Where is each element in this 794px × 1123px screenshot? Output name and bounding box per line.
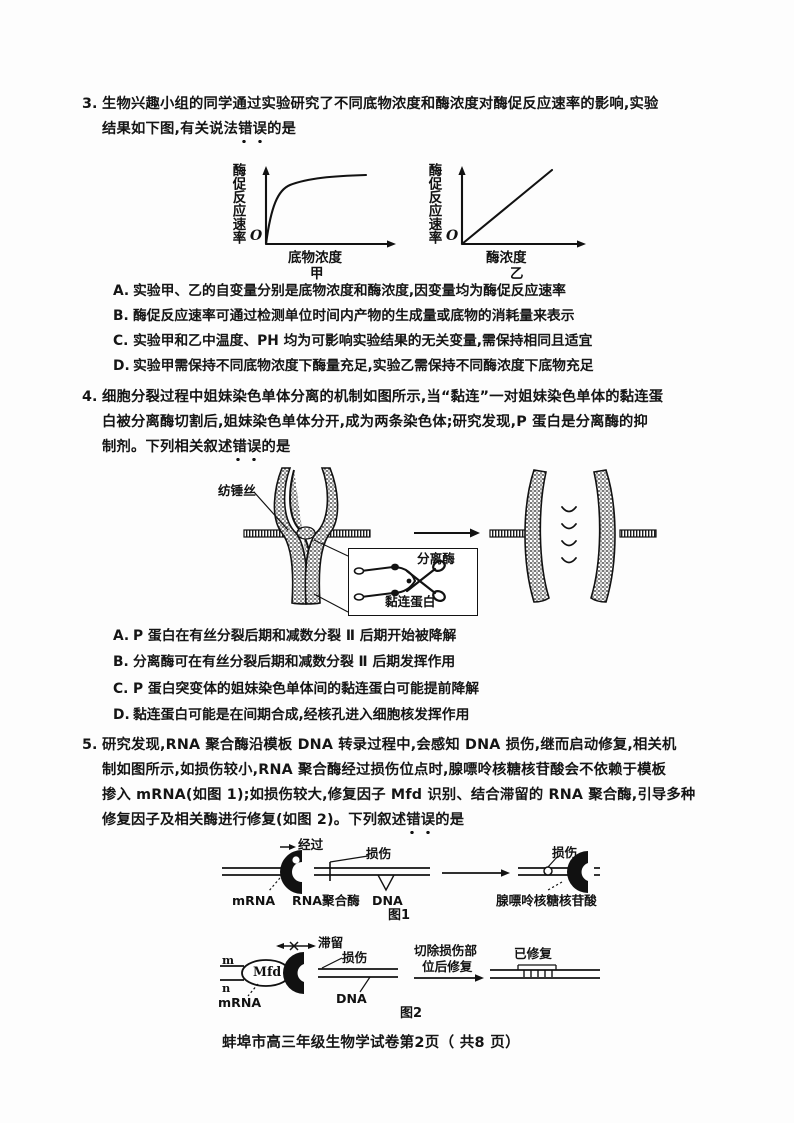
- question-3-stem-line-2: 结果如下图,有关说法错误的是: [102, 117, 724, 142]
- question-3-stem-line-1: 生物兴趣小组的同学通过实验研究了不同底物浓度和酶浓度对酶促反应速率的影响,实验: [102, 96, 659, 112]
- chart-yi-caption: 乙: [510, 266, 524, 282]
- figure-2: m n Mfd 滞留 损伤 mRNA DNA 切除损伤部 位后修复 已修复 图2: [218, 936, 600, 1024]
- question-4-stem-line-2: 白被分离酶切割后,姐妹染色单体分开,成为两条染色体;研究发现,P 蛋白是分离酶的…: [102, 414, 649, 430]
- question-3-option-b[interactable]: B.酶促反应速率可通过检测单位时间内产物的生成量或底物的消耗量来表示: [113, 304, 575, 329]
- chart-jia-ylabel: 酶促反应速率: [229, 163, 246, 244]
- question-4-option-d[interactable]: D.黏连蛋白可能是在间期合成,经核孔进入细胞核发挥作用: [113, 703, 469, 728]
- fig2-excise-label-line-2: 位后修复: [422, 959, 473, 974]
- question-3-stem-line-2-b: 的是: [267, 121, 297, 137]
- question-4-option-d-text: 黏连蛋白可能是在间期合成,经核孔进入细胞核发挥作用: [133, 707, 470, 723]
- question-5-stem-line-4-b: 的是: [435, 812, 465, 828]
- separase-label: 分离酶: [417, 551, 455, 566]
- chromosome-diagram-svg: [243, 467, 657, 613]
- fig1-damage-right-label: 损伤: [552, 845, 578, 860]
- page-footer: 蚌埠市高三年级生物学试卷第2页（ 共8 页）: [222, 1035, 520, 1051]
- question-4-option-a-label: A.: [113, 628, 130, 644]
- question-4-number: 4.: [82, 389, 98, 405]
- chart-jia-xlabel: 底物浓度: [288, 250, 342, 266]
- question-4-option-c-label: C.: [113, 681, 129, 697]
- scissors-cohesin-illustration: [353, 560, 446, 602]
- question-5-stem-line-1: 研究发现,RNA 聚合酶沿模板 DNA 转录过程中,会感知 DNA 损伤,继而启…: [102, 737, 677, 753]
- question-5-stem-line-4: 修复因子及相关酶进行修复(如图 2)。下列叙述错误的是: [102, 808, 730, 833]
- question-3-option-b-text: 酶促反应速率可通过检测单位时间内产物的生成量或底物的消耗量来表示: [133, 308, 575, 324]
- chromosome-separation-diagram: 纺锤丝: [218, 462, 657, 622]
- figure-1: 经过 损伤 mRNA RNA聚合酶 DNA 损伤 腺嘌呤核糖核苷酸 图1: [218, 838, 600, 924]
- question-4-option-b[interactable]: B.分离酶可在有丝分裂后期和减数分裂 Ⅱ 后期发挥作用: [113, 650, 455, 675]
- question-3-option-b-label: B.: [113, 308, 129, 324]
- question-3-option-a[interactable]: A.实验甲、乙的自变量分别是底物浓度和酶浓度,因变量均为酶促反应速率: [113, 279, 566, 304]
- fig2-dna-label: DNA: [336, 991, 367, 1006]
- fig2-caption: 图2: [400, 1006, 423, 1021]
- figure-1-svg: [222, 844, 600, 894]
- fig1-pass-label: 经过: [298, 837, 324, 852]
- question-3-option-d[interactable]: D.实验甲需保持不同底物浓度下酶量充足,实验乙需保持不同酶浓度下底物充足: [113, 354, 594, 379]
- chart-yi-origin: O: [446, 228, 459, 244]
- cohesin-label: 黏连蛋白: [385, 594, 436, 609]
- fig2-excise-label-line-1: 切除损伤部: [414, 943, 477, 958]
- chart-jia-origin: O: [250, 228, 263, 244]
- question-4-option-c-text: P 蛋白突变体的姐妹染色单体间的黏连蛋白可能提前降解: [133, 681, 480, 697]
- fig1-dna-label: DNA: [372, 893, 403, 908]
- fig1-damage-label: 损伤: [366, 846, 392, 861]
- question-3-stem-emphasis: 错误: [238, 121, 268, 137]
- chart-jia: 酶促反应速率 O 底物浓度 甲: [228, 160, 408, 282]
- question-4-option-a[interactable]: A.P 蛋白在有丝分裂后期和减数分裂 Ⅱ 后期开始被降解: [113, 624, 456, 649]
- question-4-stem-line-3-b: 的是: [261, 439, 291, 455]
- fig2-damage-label: 损伤: [342, 950, 368, 965]
- question-3-option-c-label: C.: [113, 333, 129, 349]
- spindle-fiber-label: 纺锤丝: [218, 483, 256, 498]
- fig2-retain-label: 滞留: [318, 935, 344, 950]
- question-3-option-a-text: 实验甲、乙的自变量分别是底物浓度和酶浓度,因变量均为酶促反应速率: [133, 283, 566, 299]
- question-4-option-c[interactable]: C.P 蛋白突变体的姐妹染色单体间的黏连蛋白可能提前降解: [113, 677, 479, 702]
- fig2-mfd-label: Mfd: [253, 964, 282, 979]
- question-3-number: 3.: [82, 96, 98, 112]
- question-5-stem-line-4-a: 修复因子及相关酶进行修复(如图 2)。下列叙述: [102, 812, 407, 828]
- chart-jia-plot: [262, 166, 396, 248]
- question-3-option-d-text: 实验甲需保持不同底物浓度下酶量充足,实验乙需保持不同酶浓度下底物充足: [133, 358, 594, 374]
- fig1-adenine-label: 腺嘌呤核糖核苷酸: [496, 893, 597, 908]
- question-5-stem-line-2: 制如图所示,如损伤较小,RNA 聚合酶经过损伤位点时,腺嘌呤核糖核苷酸会不依赖于…: [102, 762, 667, 778]
- fig1-mrna-label: mRNA: [232, 893, 276, 908]
- question-5-stem-emphasis: 错误: [406, 812, 436, 828]
- question-4-stem-line-3-a: 制剂。下列相关叙述: [102, 439, 233, 455]
- chart-yi: 酶促反应速率 O 酶浓度 乙: [424, 160, 604, 282]
- question-4-stem-line-3: 制剂。下列相关叙述错误的是: [102, 435, 727, 460]
- fig1-rna-polymerase-label: RNA聚合酶: [292, 893, 360, 908]
- fig2-m-label: m: [222, 953, 235, 967]
- figure-2-svg: [220, 941, 600, 997]
- fig2-mrna-label: mRNA: [218, 995, 262, 1010]
- chart-jia-caption: 甲: [310, 266, 324, 282]
- fig2-n-label: n: [222, 981, 231, 995]
- question-3-option-a-label: A.: [113, 283, 130, 299]
- question-3-option-d-label: D.: [113, 358, 130, 374]
- question-4-stem-emphasis: 错误: [232, 439, 262, 455]
- question-4-stem-line-1: 细胞分裂过程中姐妹染色单体分离的机制如图所示,当“黏连”一对姐妹染色单体的黏连蛋: [102, 389, 664, 405]
- question-3-option-c-text: 实验甲和乙中温度、PH 均为可影响实验结果的无关变量,需保持相同且适宜: [133, 333, 593, 349]
- question-4-option-d-label: D.: [113, 707, 130, 723]
- chart-yi-xlabel: 酶浓度: [486, 250, 527, 266]
- question-5-number: 5.: [82, 737, 98, 753]
- question-4-option-a-text: P 蛋白在有丝分裂后期和减数分裂 Ⅱ 后期开始被降解: [133, 628, 457, 644]
- fig2-repaired-label: 已修复: [514, 946, 552, 961]
- chart-yi-plot: [458, 166, 586, 248]
- question-3-option-c[interactable]: C.实验甲和乙中温度、PH 均为可影响实验结果的无关变量,需保持相同且适宜: [113, 329, 592, 354]
- chart-yi-ylabel: 酶促反应速率: [425, 163, 442, 244]
- fig1-caption: 图1: [388, 908, 411, 923]
- question-5-stem-line-3: 掺入 mRNA(如图 1);如损伤较大,修复因子 Mfd 识别、结合滞留的 RN…: [102, 787, 696, 803]
- separase-inset-box: 分离酶 黏连蛋白: [348, 548, 478, 616]
- question-4-option-b-label: B.: [113, 654, 129, 670]
- question-4-option-b-text: 分离酶可在有丝分裂后期和减数分裂 Ⅱ 后期发挥作用: [133, 654, 456, 670]
- question-3-stem-line-2-a: 结果如下图,有关说法: [102, 121, 239, 137]
